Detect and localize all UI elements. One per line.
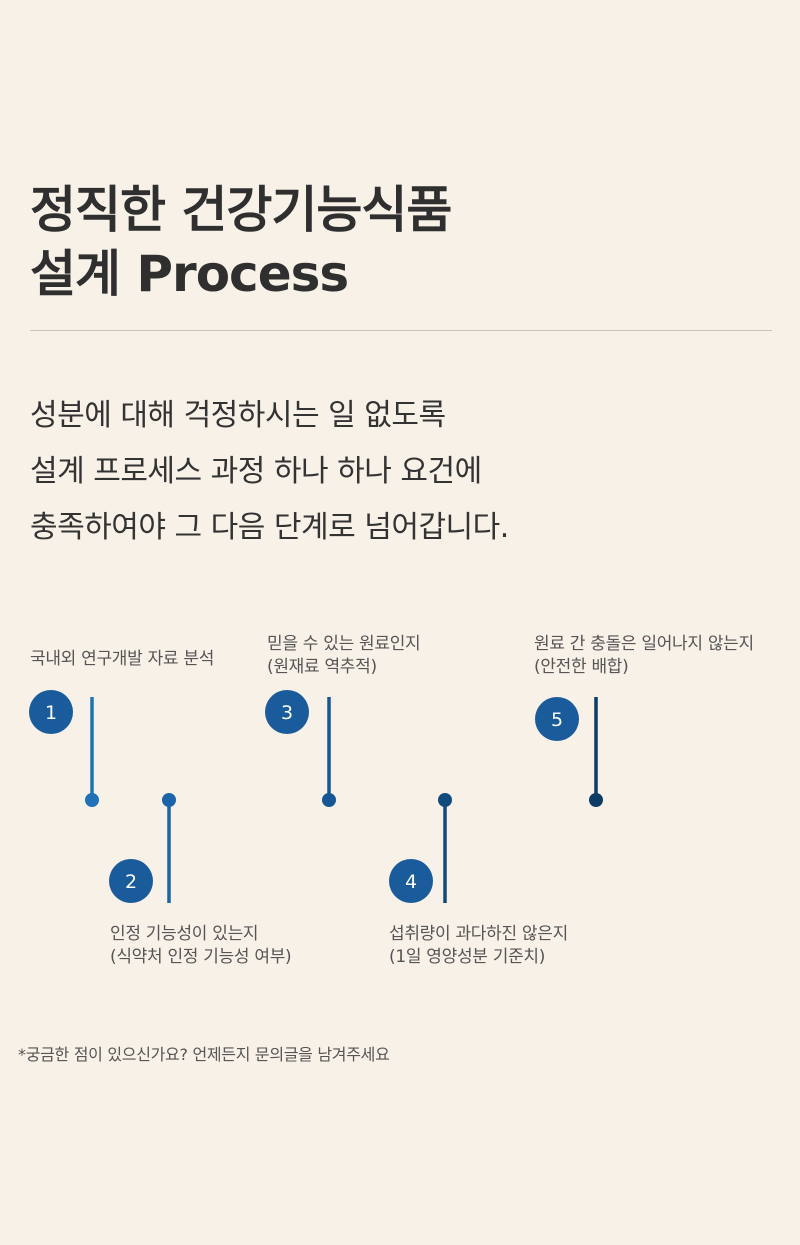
- step-1-title: 국내외 연구개발 자료 분석: [30, 649, 215, 669]
- footer-note: *궁금한 점이 있으신가요? 언제든지 문의글을 남겨주세요: [18, 1045, 390, 1064]
- step-3-subtitle: (원재료 역추적): [267, 657, 377, 677]
- title-line-2: 설계 Process: [30, 245, 349, 303]
- step-5-number: 5: [551, 709, 563, 731]
- step-2-title: 인정 기능성이 있는지: [110, 924, 259, 944]
- title-line-1: 정직한 건강기능식품: [30, 181, 452, 239]
- step-2-number: 2: [125, 871, 137, 893]
- intro-line-1: 성분에 대해 걱정하시는 일 없도록: [30, 398, 446, 433]
- step-2-badge: [109, 859, 153, 903]
- step-4-title: 섭취량이 과다하진 않은지: [389, 924, 568, 944]
- step-1-badge: [29, 690, 73, 734]
- step-4-label: 섭취량이 과다하진 않은지 (1일 영양성분 기준치): [389, 923, 568, 969]
- intro-line-2: 설계 프로세스 과정 하나 하나 요건에: [30, 454, 482, 489]
- step-4-node: [438, 793, 452, 807]
- page-title: 정직한 건강기능식품 설계 Process: [30, 178, 452, 306]
- step-1-number: 1: [45, 702, 57, 724]
- step-2-node: [162, 793, 176, 807]
- divider: [30, 330, 772, 331]
- step-5-badge: [535, 697, 579, 741]
- intro-text: 성분에 대해 걱정하시는 일 없도록 설계 프로세스 과정 하나 하나 요건에 …: [30, 388, 509, 556]
- step-3-badge: [265, 690, 309, 734]
- step-4-badge: [389, 859, 433, 903]
- step-3-node: [322, 793, 336, 807]
- step-2-subtitle: (식약처 인정 기능성 여부): [110, 947, 292, 967]
- step-4-number: 4: [405, 871, 417, 893]
- step-5-node: [589, 793, 603, 807]
- step-1-node: [85, 793, 99, 807]
- step-5-label: 원료 간 충돌은 일어나지 않는지 (안전한 배합): [534, 633, 754, 679]
- step-4-subtitle: (1일 영양성분 기준치): [389, 947, 546, 967]
- step-5-title: 원료 간 충돌은 일어나지 않는지: [534, 634, 754, 654]
- step-3-number: 3: [281, 702, 293, 724]
- intro-line-3: 충족하여야 그 다음 단계로 넘어갑니다.: [30, 510, 509, 545]
- step-5-subtitle: (안전한 배합): [534, 657, 629, 677]
- step-2-label: 인정 기능성이 있는지 (식약처 인정 기능성 여부): [110, 923, 292, 969]
- step-1-label: 국내외 연구개발 자료 분석: [30, 648, 214, 671]
- step-3-title: 믿을 수 있는 원료인지: [267, 634, 421, 654]
- step-3-label: 믿을 수 있는 원료인지 (원재료 역추적): [267, 633, 421, 679]
